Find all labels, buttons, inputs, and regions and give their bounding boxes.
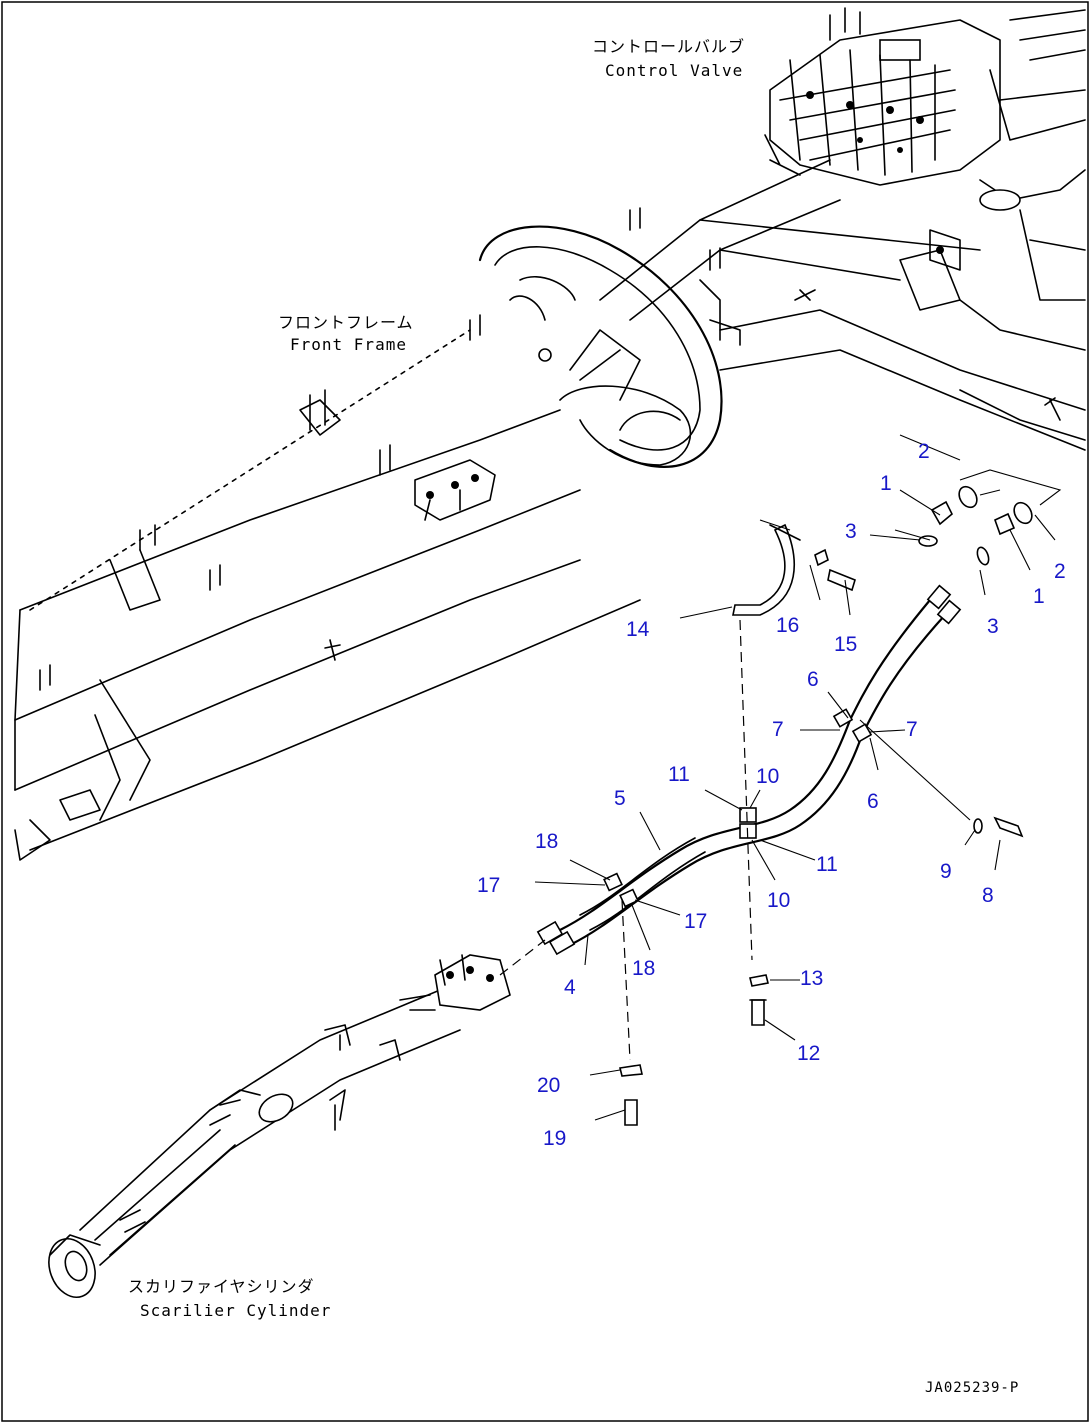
callout-3: 3 bbox=[987, 615, 999, 638]
bolt-washer-8-9 bbox=[973, 816, 1024, 838]
front-frame-drawing bbox=[14, 314, 641, 861]
control-valve-caption-jp: コントロールバルブ bbox=[592, 37, 745, 56]
callout-20: 20 bbox=[537, 1074, 560, 1097]
callout-9: 9 bbox=[940, 860, 952, 883]
callout-18: 18 bbox=[632, 957, 655, 980]
callout-6: 6 bbox=[807, 668, 819, 691]
control-valve-drawing bbox=[764, 7, 1001, 186]
front-frame-caption-jp: フロントフレーム bbox=[278, 313, 414, 332]
bolt-washer-12-13 bbox=[749, 974, 769, 1026]
callout-8: 8 bbox=[982, 884, 994, 907]
hose-bracket bbox=[732, 523, 856, 616]
hydraulic-hose-assembly bbox=[536, 584, 962, 956]
callout-11: 11 bbox=[816, 853, 838, 876]
front-frame-caption-en: Front Frame bbox=[290, 335, 407, 354]
callout-leaders bbox=[534, 489, 1056, 1121]
callout-17: 17 bbox=[684, 910, 707, 933]
callout-7: 7 bbox=[772, 718, 784, 741]
callout-17: 17 bbox=[477, 874, 500, 897]
assembly-centerlines bbox=[621, 434, 1062, 1061]
callout-18: 18 bbox=[535, 830, 558, 853]
callout-15: 15 bbox=[834, 633, 857, 656]
adapter-fittings bbox=[918, 485, 1033, 566]
callout-2: 2 bbox=[1054, 560, 1066, 583]
circle-turntable-drawing bbox=[478, 159, 1086, 468]
drawing-id-label: JA025239-P bbox=[925, 1380, 1019, 1396]
callout-16: 16 bbox=[776, 614, 799, 637]
scarifier-caption-jp: スカリファイヤシリンダ bbox=[128, 1277, 315, 1296]
callout-10: 10 bbox=[767, 889, 790, 912]
callout-6: 6 bbox=[867, 790, 879, 813]
callout-10: 10 bbox=[756, 765, 779, 788]
callout-19: 19 bbox=[543, 1127, 566, 1150]
callout-3: 3 bbox=[845, 520, 857, 543]
scarifier-caption-en: Scarilier Cylinder bbox=[140, 1301, 331, 1320]
scarifier-cylinder-drawing bbox=[48, 939, 546, 1298]
callout-13: 13 bbox=[800, 967, 823, 990]
callout-5: 5 bbox=[614, 787, 626, 810]
callout-2: 2 bbox=[918, 440, 930, 463]
callout-4: 4 bbox=[564, 976, 576, 999]
callout-12: 12 bbox=[797, 1042, 820, 1065]
callout-11: 11 bbox=[668, 763, 690, 786]
callout-1: 1 bbox=[880, 472, 892, 495]
callout-1: 1 bbox=[1033, 585, 1045, 608]
control-valve-caption-en: Control Valve bbox=[605, 61, 743, 80]
bolt-washer-19-20 bbox=[619, 1064, 643, 1126]
callout-7: 7 bbox=[906, 718, 918, 741]
rear-frame-structure bbox=[899, 9, 1086, 441]
callout-14: 14 bbox=[626, 618, 650, 641]
